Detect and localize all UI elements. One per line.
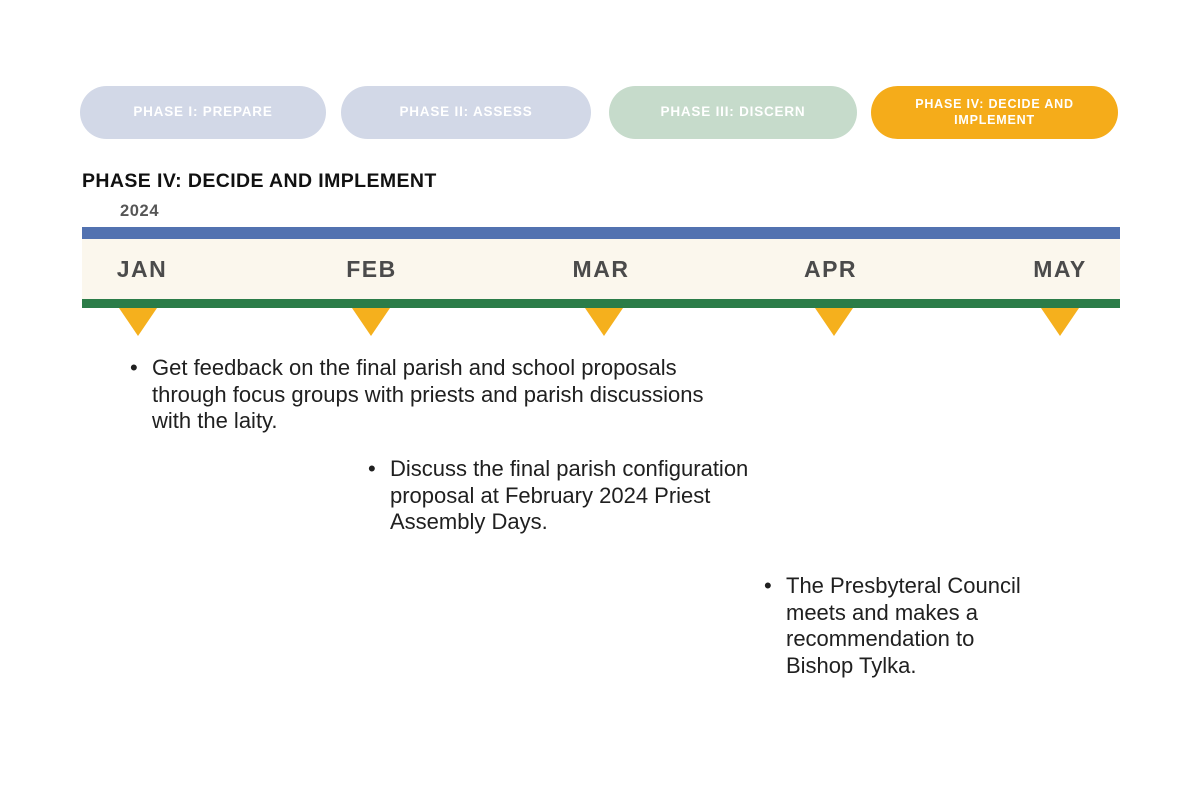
month-label-feb: FEB xyxy=(346,255,397,282)
triangle-down-icon xyxy=(585,308,623,336)
triangle-down-icon xyxy=(119,308,157,336)
phase-tab-label: PHASE I: PREPARE xyxy=(133,104,273,120)
month-label-apr: APR xyxy=(803,255,858,282)
phase-tab-label: PHASE IV: DECIDE AND IMPLEMENT xyxy=(915,96,1074,127)
page-title: PHASE IV: DECIDE AND IMPLEMENT xyxy=(82,170,437,192)
month-label-may: MAY xyxy=(1033,255,1087,282)
bullet-icon: • xyxy=(764,573,772,598)
month-label-jan: JAN xyxy=(116,255,168,282)
phase-tab-discern[interactable]: PHASE III: DISCERN xyxy=(609,86,857,139)
phase-tab-label: PHASE II: ASSESS xyxy=(399,104,533,120)
phase-tab-assess[interactable]: PHASE II: ASSESS xyxy=(341,86,591,139)
phase-tab-decide-implement[interactable]: PHASE IV: DECIDE AND IMPLEMENT xyxy=(871,86,1118,139)
list-item: • Get feedback on the final parish and s… xyxy=(130,355,890,435)
timeline-bottom-bar xyxy=(82,299,1120,308)
list-item: • Discuss the final parish configuration… xyxy=(368,456,888,536)
timeline-month-band: JAN FEB MAR APR MAY xyxy=(82,239,1120,299)
bullet-text: The Presbyteral Council meets and makes … xyxy=(786,573,1021,678)
bullet-icon: • xyxy=(130,355,138,380)
triangle-down-icon xyxy=(352,308,390,336)
list-item: • The Presbyteral Council meets and make… xyxy=(764,573,1124,679)
timeline-top-bar xyxy=(82,227,1120,239)
triangle-down-icon xyxy=(1041,308,1079,336)
phase-tab-prepare[interactable]: PHASE I: PREPARE xyxy=(80,86,326,139)
triangle-down-icon xyxy=(815,308,853,336)
bullet-text: Discuss the final parish configuration p… xyxy=(390,456,749,534)
year-label: 2024 xyxy=(120,202,160,220)
month-label-mar: MAR xyxy=(572,255,630,282)
phase-tab-label: PHASE III: DISCERN xyxy=(660,104,806,120)
bullet-icon: • xyxy=(368,456,376,481)
bullet-text: Get feedback on the final parish and sch… xyxy=(152,355,704,433)
